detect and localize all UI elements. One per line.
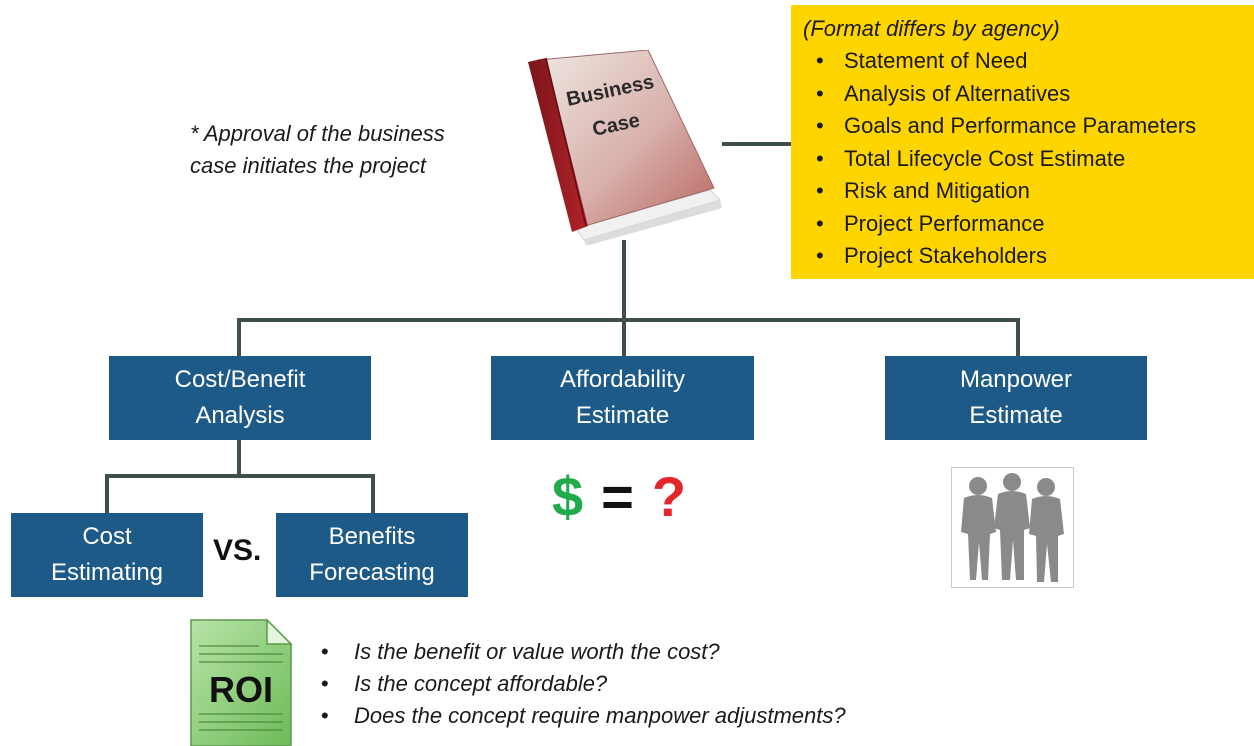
approval-note-line2: case initiates the project	[190, 153, 427, 178]
affordability-line2: Estimate	[575, 402, 670, 429]
roi-label: ROI	[209, 669, 273, 710]
benefits-forecasting-line1: Benefits	[328, 523, 416, 550]
format-box: (Format differs by agency) Statement of …	[791, 5, 1254, 279]
question-item: Is the concept affordable?	[318, 668, 846, 700]
manpower-line2: Estimate	[969, 402, 1063, 429]
format-item: Project Stakeholders	[803, 240, 1254, 273]
manpower-line1: Manpower	[959, 366, 1073, 393]
affordability-line1: Affordability	[560, 366, 685, 393]
connector-book-to-format	[722, 142, 792, 146]
question-item: Does the concept require manpower adjust…	[318, 700, 846, 732]
roi-document-icon: ROI	[190, 618, 293, 746]
question-mark: ?	[651, 465, 687, 528]
people-silhouette-icon	[961, 473, 1064, 582]
benefits-forecasting-line2: Forecasting	[309, 559, 435, 586]
affordability-equation: $ =?	[552, 462, 686, 532]
dollar-sign: $	[552, 465, 584, 528]
format-item: Goals and Performance Parameters	[803, 110, 1254, 143]
cost-estimating-line1: Cost	[82, 523, 132, 550]
format-box-title: (Format differs by agency)	[803, 16, 1060, 41]
manpower-estimate-node: Manpower Estimate	[885, 356, 1147, 440]
connector-to-manpower	[1016, 318, 1020, 358]
vs-label: VS.	[213, 534, 262, 567]
connector-book-down	[622, 240, 626, 322]
format-item: Project Performance	[803, 208, 1254, 241]
affordability-estimate-node: Affordability Estimate	[491, 356, 754, 440]
cost-estimating-node: Cost Estimating	[11, 513, 203, 597]
equals-sign: =	[601, 465, 634, 528]
cost-benefit-line2: Analysis	[195, 402, 285, 429]
connector-to-affordability	[622, 318, 626, 358]
questions-list: Is the benefit or value worth the cost? …	[318, 636, 846, 732]
cost-benefit-line1: Cost/Benefit	[174, 366, 306, 393]
format-item: Total Lifecycle Cost Estimate	[803, 143, 1254, 176]
format-item: Analysis of Alternatives	[803, 78, 1254, 111]
people-image-frame	[951, 467, 1074, 588]
question-item: Is the benefit or value worth the cost?	[318, 636, 846, 668]
approval-note: * Approval of the business case initiate…	[190, 118, 490, 182]
cost-estimating-line2: Estimating	[50, 559, 164, 586]
connector-to-cost-estimating	[105, 474, 109, 514]
connector-to-benefits-forecasting	[371, 474, 375, 514]
benefits-forecasting-node: Benefits Forecasting	[276, 513, 468, 597]
connector-to-cost-benefit	[237, 318, 241, 358]
cost-benefit-analysis-node: Cost/Benefit Analysis	[109, 356, 371, 440]
format-list: Statement of Need Analysis of Alternativ…	[803, 45, 1254, 273]
business-case-book-icon: Business Case	[528, 50, 722, 245]
format-item: Statement of Need	[803, 45, 1254, 78]
approval-note-line1: * Approval of the business	[190, 121, 445, 146]
connector-top-horizontal	[237, 318, 1020, 322]
connector-bottom-horizontal	[105, 474, 375, 478]
connector-cost-benefit-down	[237, 440, 241, 477]
format-item: Risk and Mitigation	[803, 175, 1254, 208]
